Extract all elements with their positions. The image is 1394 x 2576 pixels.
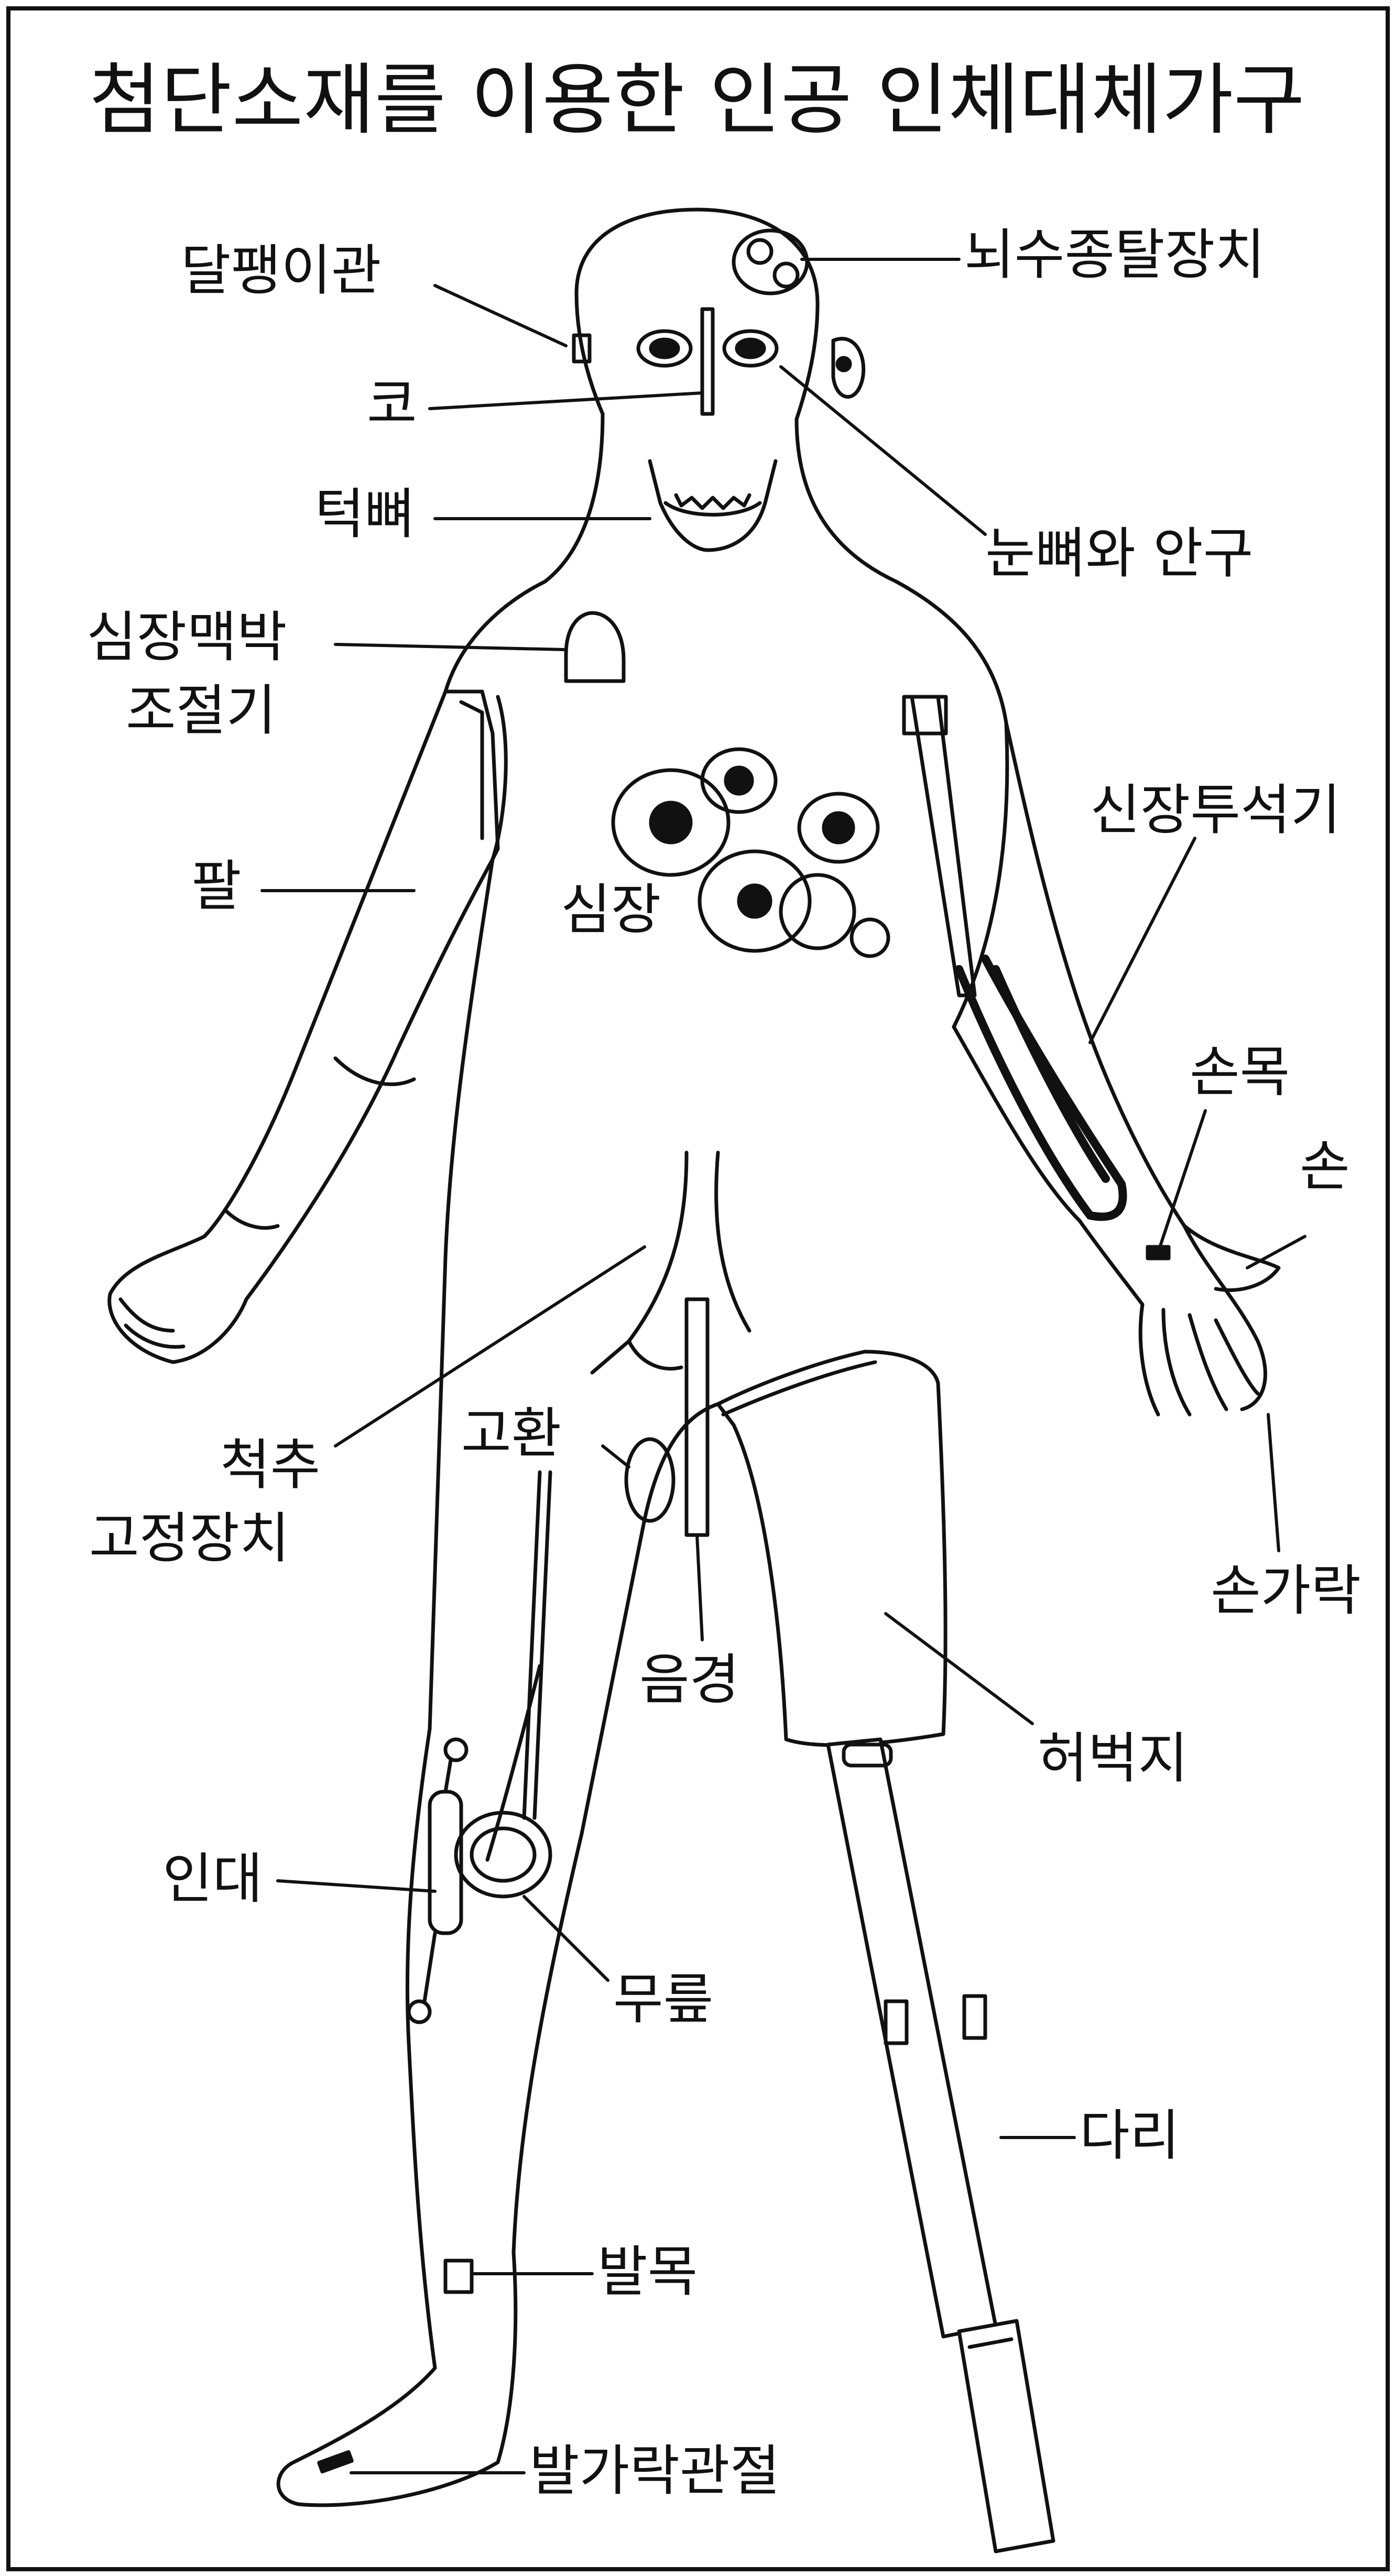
label-finger: 손가락 [1211, 1561, 1361, 1620]
label-pacemaker-line2: 조절기 [126, 681, 276, 740]
label-hand: 손 [1300, 1137, 1350, 1196]
label-ankle: 발목 [597, 2242, 698, 2301]
label-toe-joint: 발가락관절 [529, 2441, 780, 2500]
dialysis-tube [959, 959, 1123, 1217]
testis-implant [626, 1439, 673, 1521]
label-cochlea: 달팽이관 [181, 241, 382, 300]
arm-prosthesis [445, 692, 498, 859]
implants [319, 613, 1169, 2472]
label-leg: 다리 [1080, 2106, 1180, 2165]
thigh-socket [718, 1352, 945, 1745]
label-testis: 고환 [461, 1404, 561, 1463]
pacemaker-device [566, 613, 624, 681]
label-nose: 코 [367, 375, 417, 433]
label-heart: 심장 [561, 880, 661, 939]
label-spine-line1: 척추 [220, 1435, 320, 1494]
label-arm: 팔 [191, 857, 242, 915]
label-wrist: 손목 [1190, 1043, 1290, 1101]
label-pacemaker-line1: 심장맥박 [86, 608, 287, 666]
label-jaw: 턱뼈 [314, 485, 415, 543]
arm-bone-prosthesis [912, 697, 975, 995]
label-knee: 무릎 [613, 1970, 713, 2029]
label-ligament: 인대 [162, 1849, 263, 1908]
label-thigh: 허벅지 [1038, 1729, 1188, 1788]
toe-joint-implant [319, 2452, 352, 2471]
label-dialysis: 신장투석기 [1090, 781, 1341, 839]
prosthetic-leg [718, 1352, 1053, 2551]
prosthetic-foot [959, 2321, 1053, 2551]
ankle-implant [445, 2261, 472, 2292]
label-spine-line2: 고정장치 [89, 1509, 290, 1567]
label-eye-socket: 눈뼈와 안구 [985, 524, 1253, 583]
label-penis: 음경 [639, 1650, 739, 1709]
nose-implant [702, 309, 713, 414]
facial-features [574, 231, 864, 550]
spine-fixation [592, 1153, 687, 1373]
label-brain-shunt: 뇌수종탈장치 [964, 225, 1265, 284]
